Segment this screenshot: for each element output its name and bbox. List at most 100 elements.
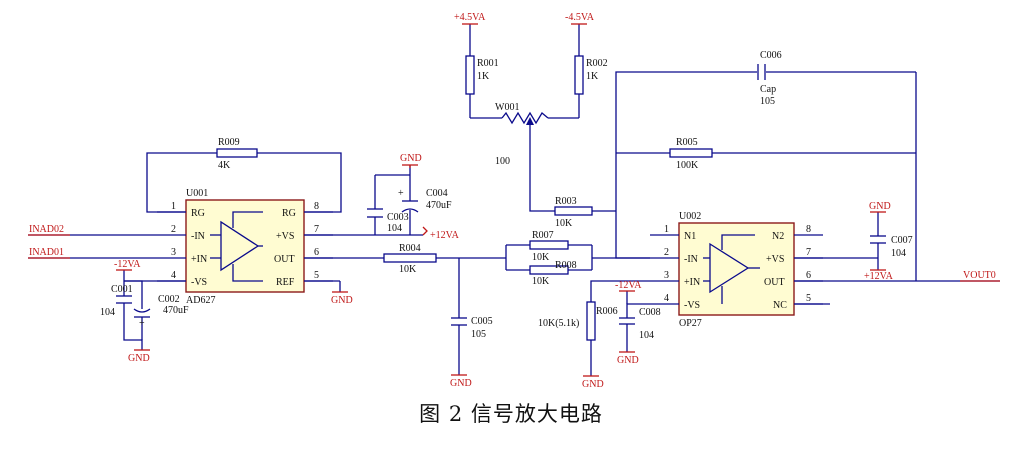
u001-pin-name-minus-vs: -VS <box>191 277 207 288</box>
neg-12-u1-label: -12VA <box>114 259 141 270</box>
u002-pin-num-3: 3 <box>664 270 669 281</box>
net-vout0: VOUT0 <box>963 270 996 281</box>
potentiometer-w001: W001 100 <box>495 102 549 167</box>
neg-4v5-label: -4.5VA <box>565 12 595 23</box>
c004-ref: C004 <box>426 188 448 199</box>
gnd-c001: GND <box>128 349 150 364</box>
u002-pin-name-plus-vs: +VS <box>766 254 784 265</box>
r003-value: 10K <box>555 218 573 229</box>
power-pos-4v5: +4.5VA <box>454 12 486 25</box>
gnd-c007-label: GND <box>869 201 891 212</box>
r008-value: 10K <box>532 276 550 287</box>
gnd-c004: GND <box>400 153 422 168</box>
c002-ref: C002 <box>158 294 180 305</box>
r001-ref: R001 <box>477 58 499 69</box>
c007-ref: C007 <box>891 235 913 246</box>
net-labels: INAD02 INAD01 VOUT0 <box>28 224 1000 282</box>
u002-pin-num-1: 1 <box>664 224 669 235</box>
capacitor-c002-electrolytic: + C002 470uF <box>133 294 189 329</box>
gnd-c005: GND <box>450 374 472 389</box>
power-pos-12-u1: +12VA <box>422 226 460 241</box>
c004-value: 470uF <box>426 200 452 211</box>
u001-pin-num-6: 6 <box>314 247 319 258</box>
u001-pin-num-7: 7 <box>314 224 319 235</box>
c002-plus-sign: + <box>139 318 145 329</box>
r003-ref: R003 <box>555 196 577 207</box>
resistor-r009: R009 4K <box>216 137 258 171</box>
c008-value: 104 <box>639 330 654 341</box>
u001-pin-num-4: 4 <box>171 270 176 281</box>
r002-ref: R002 <box>586 58 608 69</box>
u002-pin-num-8: 8 <box>806 224 811 235</box>
resistor-r002: R002 1K <box>574 55 608 95</box>
pos-12-u2-label: +12VA <box>864 271 894 282</box>
w001-ref: W001 <box>495 102 519 113</box>
u001-pin-name-minus-in: -IN <box>191 231 205 242</box>
wires <box>28 24 1000 376</box>
figure-caption: 图 2 信号放大电路 <box>419 402 603 426</box>
u002-ref: U002 <box>679 211 701 222</box>
power-neg-12-u1: -12VA <box>114 259 141 271</box>
c007-value: 104 <box>891 248 906 259</box>
u002-pin-name-out: OUT <box>764 277 785 288</box>
r006-ref: R006 <box>596 306 618 317</box>
r004-value: 10K <box>399 264 417 275</box>
c006-name: Cap <box>760 84 776 95</box>
r002-value: 1K <box>586 71 599 82</box>
net-inad02: INAD02 <box>29 224 64 235</box>
c001-ref: C001 <box>111 284 133 295</box>
c006-ref: C006 <box>760 50 782 61</box>
c001-value: 104 <box>100 307 115 318</box>
c004-plus-sign: + <box>398 188 404 199</box>
c003-value: 104 <box>387 223 402 234</box>
u002-pin-num-5: 5 <box>806 293 811 304</box>
u002-pin-name-minus-in: -IN <box>684 254 698 265</box>
u001-pin-name-out: OUT <box>274 254 295 265</box>
resistor-r004: R004 10K <box>383 243 437 275</box>
pos-4v5-label: +4.5VA <box>454 12 486 23</box>
circuit-schematic: 1 2 3 4 8 7 6 5 RG -IN +IN -VS RG +VS OU… <box>28 12 1000 390</box>
u001-instrumentation-amp: 1 2 3 4 8 7 6 5 RG -IN +IN -VS RG +VS OU… <box>157 188 333 306</box>
r005-ref: R005 <box>676 137 698 148</box>
r001-value: 1K <box>477 71 490 82</box>
power-neg-4v5: -4.5VA <box>565 12 595 25</box>
u001-part: AD627 <box>186 295 215 306</box>
u002-pin-name-plus-in: +IN <box>684 277 700 288</box>
u001-pin-num-5: 5 <box>314 270 319 281</box>
neg-12-u2-label: -12VA <box>615 280 642 291</box>
net-inad01: INAD01 <box>29 247 64 258</box>
u001-pin-num-2: 2 <box>171 224 176 235</box>
u002-pin-name-n1: N1 <box>684 231 696 242</box>
capacitor-c005: C005 105 <box>451 316 493 340</box>
pos-12-u1-label: +12VA <box>430 230 460 241</box>
u001-pin-name-rg-right: RG <box>282 208 296 219</box>
power-neg-12-u2: -12VA <box>615 280 642 292</box>
resistor-r008: R008 10K <box>529 260 577 287</box>
gnd-c008: GND <box>617 351 639 366</box>
resistor-r001: R001 1K <box>465 55 499 95</box>
u001-pin-num-8: 8 <box>314 201 319 212</box>
resistor-r003: R003 10K <box>554 196 593 229</box>
u001-pin-num-1: 1 <box>171 201 176 212</box>
gnd-r006-label: GND <box>582 379 604 390</box>
c002-value: 470uF <box>163 305 189 316</box>
u001-pin-num-3: 3 <box>171 247 176 258</box>
u001-pin-name-rg-left: RG <box>191 208 205 219</box>
capacitor-c001: C001 104 <box>100 284 133 318</box>
resistor-r006: R006 10K(5.1k) <box>538 301 618 341</box>
c006-value: 105 <box>760 96 775 107</box>
r008-ref: R008 <box>555 260 577 271</box>
gnd-c001-label: GND <box>128 353 150 364</box>
capacitor-c008: C008 104 <box>619 307 661 341</box>
gnd-c007: GND <box>869 201 891 213</box>
u002-pin-num-6: 6 <box>806 270 811 281</box>
resistor-r007: R007 10K <box>529 230 569 263</box>
u002-op-amp: 1 2 3 4 8 7 6 5 N1 -IN +IN -VS N2 +VS OU… <box>650 211 823 329</box>
gnd-c005-label: GND <box>450 378 472 389</box>
gnd-r006: GND <box>582 375 604 390</box>
gnd-u1ref-label: GND <box>331 295 353 306</box>
r009-ref: R009 <box>218 137 240 148</box>
gnd-c008-label: GND <box>617 355 639 366</box>
u002-pin-name-n2: N2 <box>772 231 784 242</box>
power-pos-12-u2: +12VA <box>864 269 894 282</box>
